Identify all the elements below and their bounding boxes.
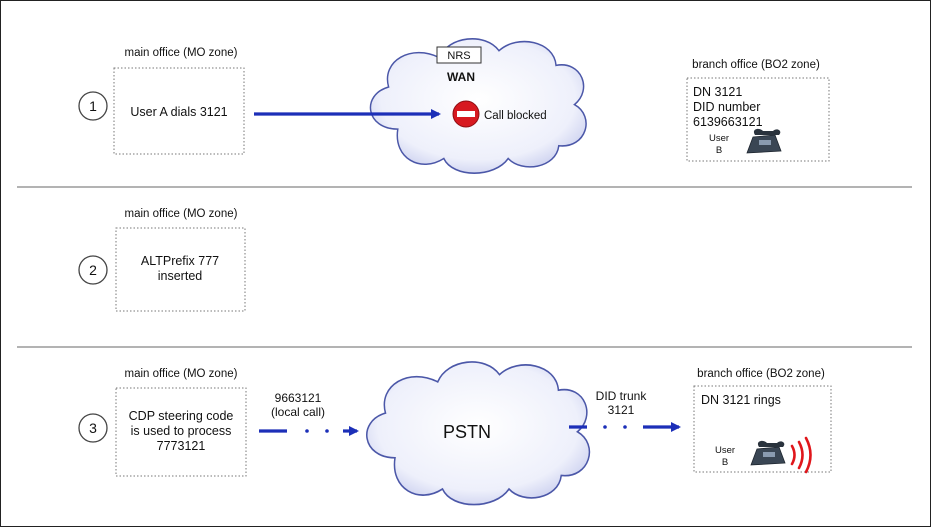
main-office-box (115, 387, 247, 477)
wan-label: WAN (447, 70, 475, 84)
user-b-label-1: User (715, 445, 735, 456)
main-office-box (115, 227, 246, 312)
user-b-label-2: B (722, 457, 728, 468)
branch-line-3: 6139663121 (693, 115, 763, 129)
bo2-zone-caption: branch office (BO2 zone) (692, 59, 820, 71)
step-number: 1 (89, 98, 97, 114)
main-office-box (113, 67, 245, 155)
step-number-circle (78, 91, 108, 121)
step-3: 3 main office (MO zone) CDP steering cod… (78, 361, 832, 506)
pstn-label: PSTN (443, 422, 491, 442)
step-number: 2 (89, 262, 97, 278)
cdp-line-1: CDP steering code (129, 409, 234, 423)
did-trunk-line-1: DID trunk (596, 389, 648, 403)
user-a-dials-text: User A dials 3121 (130, 105, 227, 119)
mo-zone-caption: main office (MO zone) (125, 208, 238, 220)
cdp-line-3: 7773121 (157, 439, 206, 453)
branch-line-1: DN 3121 (693, 85, 742, 99)
branch-line-2: DID number (693, 100, 760, 114)
did-trunk-line-2: 3121 (608, 403, 635, 417)
altprefix-line-1: ALTPrefix 777 (141, 254, 219, 268)
nrs-box (436, 46, 482, 64)
ringing-waves-icon (790, 436, 812, 474)
step-number: 3 (89, 420, 97, 436)
local-call-line-1: 9663121 (275, 391, 322, 405)
no-entry-icon (452, 100, 480, 128)
local-call-line-2: (local call) (271, 405, 325, 419)
step-1: 1 main office (MO zone) User A dials 312… (78, 38, 830, 174)
altprefix-line-2: inserted (158, 269, 203, 283)
pstn-call-arrow (259, 426, 359, 436)
bo2-zone-caption: branch office (BO2 zone) (697, 368, 825, 380)
mo-zone-caption: main office (MO zone) (125, 47, 238, 59)
step-number-circle (78, 413, 108, 443)
step-2: 2 main office (MO zone) ALTPrefix 777 in… (78, 208, 246, 312)
user-b-label-1: User (709, 133, 729, 144)
mo-zone-caption: main office (MO zone) (125, 368, 238, 380)
dn-rings-text: DN 3121 rings (701, 393, 781, 407)
cdp-line-2: is used to process (131, 424, 232, 438)
user-b-label-2: B (716, 145, 722, 156)
did-trunk-arrow (569, 422, 681, 432)
desk-phone-icon (750, 440, 786, 466)
call-blocked-label: Call blocked (484, 110, 547, 122)
nrs-label: NRS (447, 50, 470, 62)
desk-phone-icon (746, 128, 782, 154)
step-number-circle (78, 255, 108, 285)
